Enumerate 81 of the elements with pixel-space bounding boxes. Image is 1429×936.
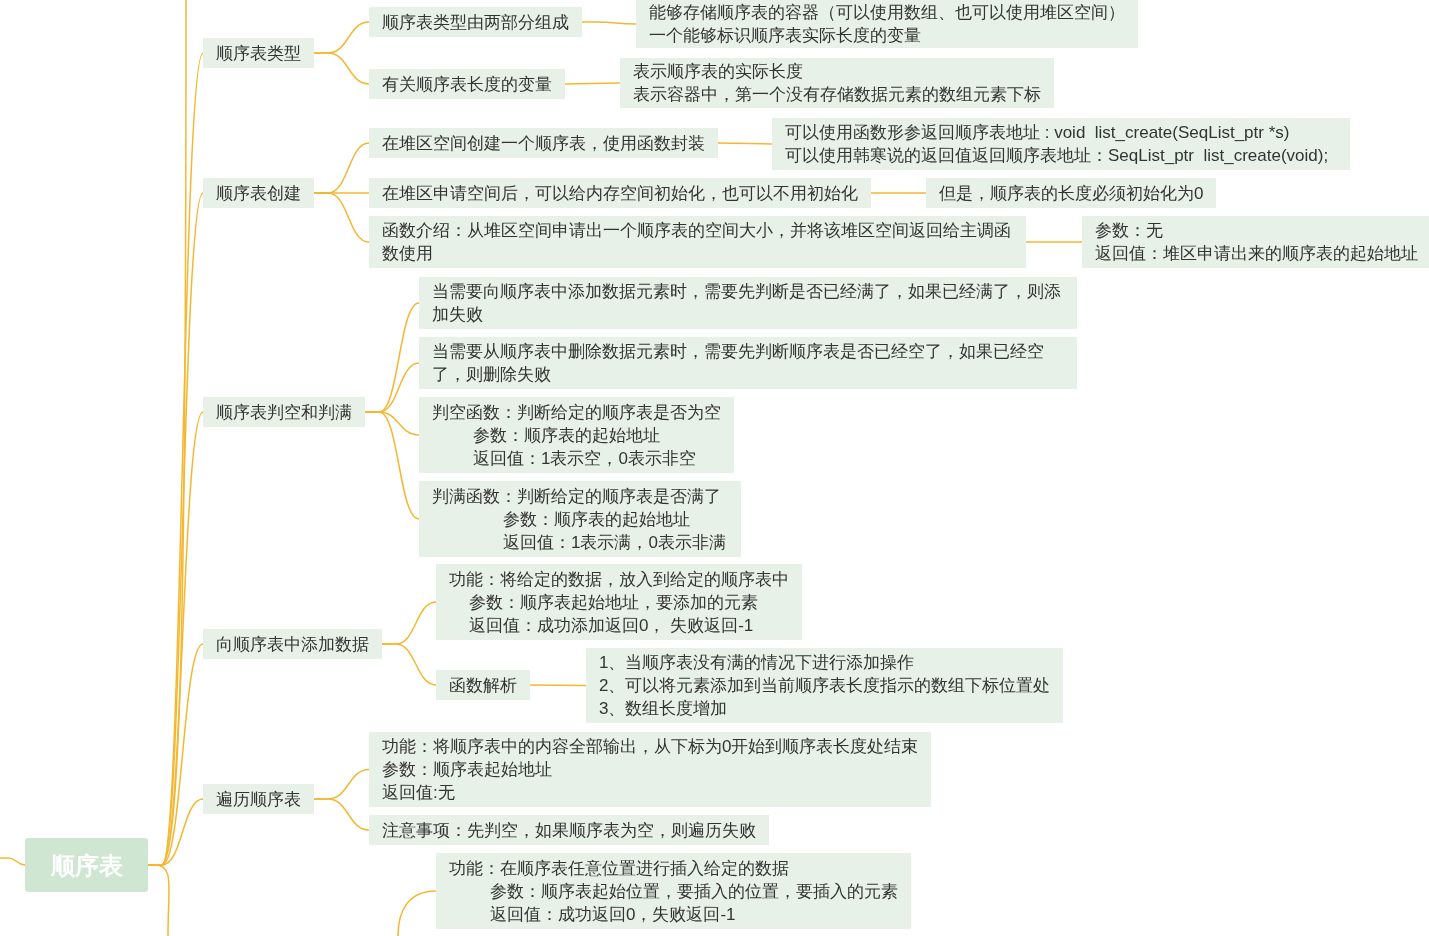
topic-box bbox=[1082, 216, 1429, 268]
topic-text: 参数：顺序表的起始地址 bbox=[473, 424, 661, 447]
topic-text: 参数：顺序表起始地址 bbox=[382, 759, 553, 781]
connector-line bbox=[313, 192, 370, 243]
connector-line bbox=[364, 411, 420, 520]
topic-text: 当需要从顺序表中删除数据元素时，需要先判断顺序表是否已经空了，如果已经空了，则删除失败 bbox=[432, 341, 1045, 386]
topic-box bbox=[436, 853, 911, 929]
topic-box bbox=[636, 0, 1138, 48]
topic-text: 在堆区申请空间后，可以给内存空间初始化，也可以不用初始化 bbox=[382, 182, 858, 205]
topic-box bbox=[369, 732, 932, 807]
topic-text: 返回值：成功添加返回0， 失败返回-1 bbox=[469, 614, 755, 637]
topic-box bbox=[586, 648, 1064, 723]
connector-line bbox=[397, 890, 437, 936]
topic-text: 2、可以将元素添加到当前顺序表长度指示的数组下标位置处 bbox=[599, 675, 1051, 697]
topic-box bbox=[203, 38, 314, 68]
connector-line bbox=[147, 864, 170, 936]
topic-text: 函数解析 bbox=[449, 674, 517, 697]
central-topic-box bbox=[25, 838, 148, 892]
topic-box bbox=[203, 629, 382, 659]
connector-line bbox=[313, 52, 370, 85]
topic-box bbox=[369, 69, 565, 99]
topic-text: 表示顺序表的实际长度 bbox=[633, 61, 804, 83]
topic-box bbox=[369, 216, 1026, 268]
topic-text: 遍历顺序表 bbox=[216, 788, 301, 811]
topic-box bbox=[203, 784, 314, 814]
topic-text: 参数：顺序表的起始地址 bbox=[503, 508, 691, 531]
topic-text: 能够存储顺序表的容器（可以使用数组、也可以使用堆区空间） bbox=[649, 2, 1125, 24]
topic-text: 返回值：1表示满，0表示非满 bbox=[503, 531, 727, 554]
topic-box bbox=[203, 397, 365, 427]
topic-box bbox=[369, 7, 582, 37]
topic-box bbox=[620, 58, 1054, 108]
connector-line bbox=[581, 21, 637, 25]
topic-text: 参数：顺序表起始位置，要插入的位置，要插入的元素 bbox=[490, 880, 898, 903]
topic-text: 返回值：成功返回0，失败返回-1 bbox=[490, 903, 737, 926]
topic-text: 但是，顺序表的长度必须初始化为0 bbox=[939, 182, 1204, 205]
topic-text: 参数：顺序表起始地址，要添加的元素 bbox=[469, 591, 759, 614]
topic-text: 参数：无 bbox=[1095, 220, 1164, 242]
topic-box bbox=[926, 178, 1217, 208]
topic-box bbox=[369, 815, 769, 845]
topic-box bbox=[369, 178, 871, 208]
topic-box bbox=[419, 397, 734, 473]
topic-box bbox=[436, 564, 802, 640]
topic-text: 功能：将给定的数据，放入到给定的顺序表中 bbox=[449, 568, 789, 591]
topic-text: 一个能够标识顺序表实际长度的变量 bbox=[649, 25, 922, 47]
topic-text: 在堆区空间创建一个顺序表，使用函数封装 bbox=[382, 132, 705, 155]
topic-text: 可以使用函数形参返回顺序表地址 : void list_create(SeqList_ptr *s) bbox=[785, 122, 1291, 144]
topic-text: 返回值:无 bbox=[382, 782, 456, 804]
connector-line bbox=[313, 798, 370, 831]
topic-text: 向顺序表中添加数据 bbox=[216, 633, 369, 656]
topic-text: 当需要向顺序表中添加数据元素时，需要先判断是否已经满了，如果已经满了，则添加失败 bbox=[432, 281, 1062, 326]
topic-box bbox=[369, 128, 718, 158]
connector-line bbox=[717, 142, 773, 145]
topic-box bbox=[419, 481, 741, 557]
connector-line bbox=[870, 192, 927, 194]
topic-box bbox=[772, 118, 1350, 170]
topic-text: 功能：将顺序表中的内容全部输出，从下标为0开始到顺序表长度处结束 bbox=[382, 736, 919, 758]
topic-text: 3、数组长度增加 bbox=[599, 698, 729, 720]
topic-text: 顺序表判空和判满 bbox=[216, 401, 352, 424]
topic-text: 返回值：堆区申请出来的顺序表的起始地址 bbox=[1095, 243, 1418, 265]
topic-text: 可以使用韩寒说的返回值返回顺序表地址：SeqList_ptr list_create(void); bbox=[785, 145, 1330, 167]
topic-text: 判空函数：判断给定的顺序表是否为空 bbox=[432, 401, 721, 424]
topic-box bbox=[436, 670, 530, 700]
topic-box bbox=[203, 178, 314, 208]
topic-text: 顺序表创建 bbox=[216, 182, 301, 205]
topic-box bbox=[419, 277, 1077, 329]
topic-text: 顺序表类型 bbox=[216, 42, 301, 65]
connector-line bbox=[529, 684, 587, 687]
topic-text: 判满函数：判断给定的顺序表是否满了 bbox=[432, 485, 722, 508]
connector-line bbox=[381, 643, 437, 686]
connector-line bbox=[1025, 241, 1083, 243]
topic-box bbox=[419, 337, 1077, 389]
topic-text: 功能：在顺序表任意位置进行插入给定的数据 bbox=[449, 857, 790, 880]
topic-text: 表示容器中，第一个没有存储数据元素的数组元素下标 bbox=[633, 84, 1041, 106]
connector-line bbox=[0, 857, 26, 866]
topic-text: 注意事项：先判空，如果顺序表为空，则遍历失败 bbox=[382, 819, 756, 842]
topic-text: 有关顺序表长度的变量 bbox=[382, 73, 552, 96]
topic-text: 1、当顺序表没有满的情况下进行添加操作 bbox=[599, 652, 916, 674]
topic-text: 返回值：1表示空，0表示非空 bbox=[473, 447, 697, 470]
topic-text: 函数介绍：从堆区空间申请出一个顺序表的空间大小，并将该堆区空间返回给主调函数使用 bbox=[382, 220, 1012, 265]
topic-text: 顺序表类型由两部分组成 bbox=[382, 11, 569, 34]
connector-line bbox=[564, 82, 621, 85]
